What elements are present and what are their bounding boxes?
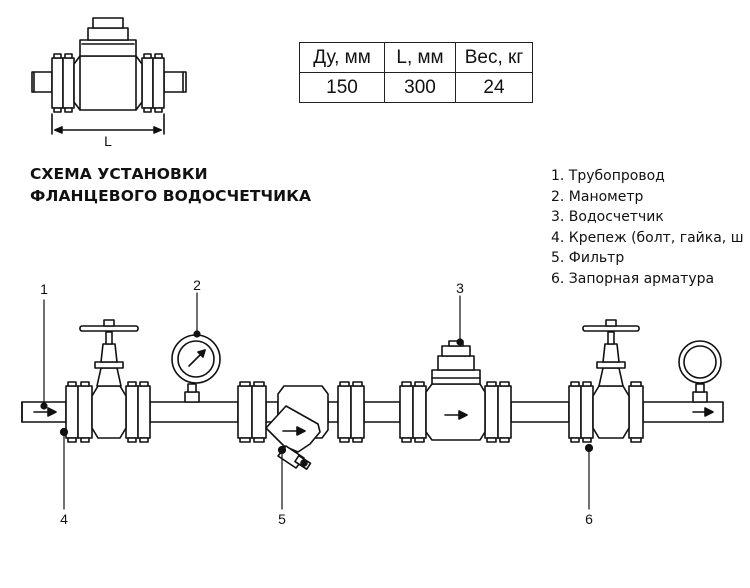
legend-item-1: 1. Трубопровод: [551, 168, 665, 184]
legend-item-4: 4. Крепеж (болт, гайка, ш: [551, 229, 744, 246]
legend-item-5: 5. Фильтр: [551, 250, 625, 267]
diagram-title-line1: СХЕМА УСТАНОВКИ: [30, 165, 208, 183]
callout-leaders: [40, 292, 594, 510]
spec-header-dn: Ду, мм: [299, 42, 385, 73]
pressure-gauge: [171, 334, 221, 403]
callout-5: 5: [278, 511, 286, 527]
callout-numbers: 1 2 3 4 5 6: [40, 277, 593, 527]
diagram-title-line2: ФЛАНЦЕВОГО ВОДОСЧЕТЧИКА: [30, 187, 312, 205]
flow-arrows: [33, 407, 714, 436]
gate-valve-right: [582, 319, 640, 439]
callout-2: 2: [193, 277, 201, 293]
water-meter: [425, 340, 486, 441]
strainer-filter: [265, 385, 329, 470]
spec-table-row: 150 300 24: [299, 72, 533, 103]
flanges: [65, 381, 644, 443]
legend: 1. Трубопровод 2. Манометр 3. Водосчетчи…: [551, 166, 744, 290]
spec-value-weight: 24: [455, 72, 533, 103]
spec-table: Ду, мм L, мм Вес, кг 150 300 24: [299, 42, 533, 103]
legend-item-3: 3. Водосчетчик: [551, 209, 664, 226]
pressure-gauge-outlet: [678, 340, 722, 403]
spec-header-length: L, мм: [384, 42, 456, 73]
spec-value-dn: 150: [299, 72, 385, 103]
meter-dimension-drawing: [31, 17, 187, 135]
gate-valve-left: [79, 319, 139, 439]
callout-3: 3: [456, 280, 464, 296]
legend-item-6: 6. Запорная арматура: [551, 270, 715, 287]
spec-table-header-row: Ду, мм L, мм Вес, кг: [299, 42, 533, 73]
dimension-label-l: L: [104, 133, 112, 149]
legend-item-2: 2. Манометр: [551, 188, 644, 205]
callout-4: 4: [60, 511, 68, 527]
diagram-title: СХЕМА УСТАНОВКИ ФЛАНЦЕВОГО ВОДОСЧЕТЧИКА: [30, 163, 311, 207]
callout-1: 1: [40, 281, 48, 297]
callout-6: 6: [585, 511, 593, 527]
